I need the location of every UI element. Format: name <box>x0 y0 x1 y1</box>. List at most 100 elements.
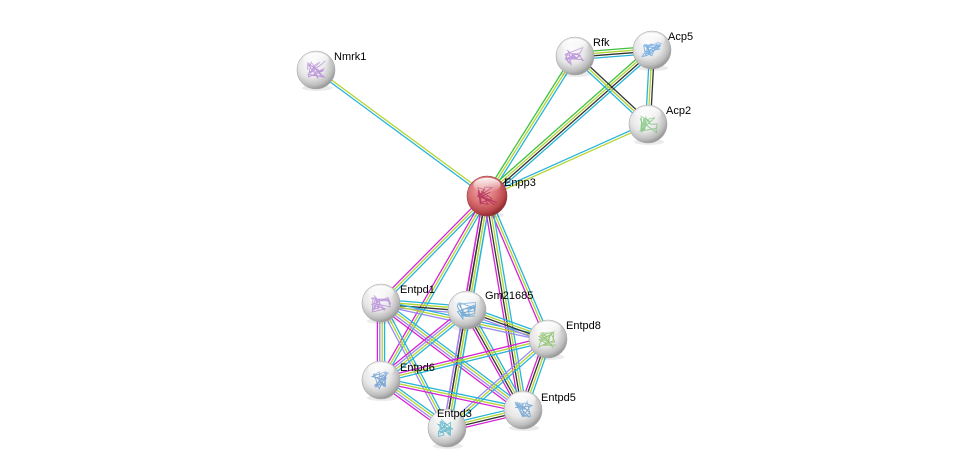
edge-line-experiments <box>378 305 522 414</box>
edge-line-database <box>489 195 528 410</box>
edge-line-database <box>382 196 490 382</box>
edge-line-textmining <box>380 195 488 304</box>
edge-line-database <box>488 52 655 200</box>
edge-line-database <box>469 307 527 409</box>
edge-entpd6-entpd5[interactable] <box>380 377 524 413</box>
edge-enpp3-nmrk1[interactable] <box>314 68 489 198</box>
node-entpd5[interactable]: Entpd5 <box>503 390 576 431</box>
edge-line-textmining <box>486 195 549 340</box>
edge-line-experiments <box>378 193 486 302</box>
edge-line-database <box>314 70 487 198</box>
edge-line-database <box>448 340 551 431</box>
edge-line-textmining <box>380 302 448 429</box>
edge-line-textmining <box>316 68 489 196</box>
node-enpp3[interactable]: Enpp3 <box>466 175 536 218</box>
node-label: Rfk <box>593 37 610 49</box>
node-gm21685[interactable]: Gm21685 <box>447 290 533 331</box>
protein-structure-icon <box>370 294 392 313</box>
node-highlight <box>368 285 394 300</box>
node-entpd8[interactable]: Entpd8 <box>528 319 601 360</box>
edge-enpp3-entpd6[interactable] <box>378 194 490 382</box>
node-label: Entpd6 <box>400 362 435 374</box>
node-highlight <box>535 321 561 336</box>
node-entpd3[interactable]: Entpd3 <box>427 408 472 449</box>
node-label: Entpd1 <box>400 284 435 296</box>
node-label: Acp5 <box>668 31 693 43</box>
edge-entpd8-entpd3[interactable] <box>444 336 551 431</box>
edge-enpp3-acp2[interactable] <box>486 122 649 198</box>
edge-line-textmining <box>486 55 576 197</box>
edge-enpp3-rfk[interactable] <box>484 54 578 198</box>
node-highlight <box>303 52 329 67</box>
node-entpd1[interactable]: Entpd1 <box>361 283 435 324</box>
edge-line-homology <box>378 303 446 430</box>
edge-line-textmining <box>380 379 524 411</box>
edge-line-database <box>381 340 549 383</box>
edge-line-neighborhood <box>484 46 651 194</box>
edge-line-experiments <box>482 196 521 411</box>
edge-line-neighborhood <box>484 54 574 196</box>
node-label: Entpd3 <box>437 408 472 420</box>
node-rfk[interactable]: Rfk <box>555 36 610 77</box>
edge-line-database <box>449 310 472 429</box>
node-label: Acp2 <box>666 105 691 117</box>
node-highlight <box>510 392 536 407</box>
edge-line-coexpression <box>487 50 654 198</box>
node-highlight <box>454 292 480 307</box>
edge-line-textmining <box>446 338 549 429</box>
edge-line-textmining <box>380 195 488 381</box>
edge-line-database <box>488 194 551 339</box>
protein-structure-icon <box>456 301 477 321</box>
edge-line-textmining <box>381 301 525 410</box>
edge-line-coexpression <box>445 309 467 428</box>
node-nmrk1[interactable]: Nmrk1 <box>296 50 366 91</box>
edge-line-homology <box>442 309 465 428</box>
node-label: Gm21685 <box>485 290 533 302</box>
edge-line-textmining <box>485 48 652 196</box>
edge-line-experiments <box>378 194 486 380</box>
edge-line-experiments <box>380 336 548 379</box>
edge-enpp3-acp5[interactable] <box>484 46 655 200</box>
protein-structure-icon <box>641 41 663 58</box>
node-highlight <box>434 410 460 425</box>
edge-line-database <box>382 197 490 306</box>
edge-line-textmining <box>380 338 549 381</box>
node-label: Nmrk1 <box>334 51 366 63</box>
edge-entpd1-entpd5[interactable] <box>378 299 526 414</box>
node-label: Enpp3 <box>504 177 536 189</box>
edge-line-experiments <box>380 381 523 413</box>
edge-line-homology <box>379 303 523 412</box>
protein-structure-icon <box>564 46 585 66</box>
edge-line-coexpression <box>485 196 523 411</box>
edge-line-textmining <box>487 124 649 198</box>
node-highlight <box>562 38 588 53</box>
node-acp2[interactable]: Acp2 <box>628 104 691 145</box>
node-acp5[interactable]: Acp5 <box>632 30 693 71</box>
edge-line-homology <box>444 336 547 427</box>
protein-structure-icon <box>639 115 658 134</box>
node-highlight <box>635 106 661 121</box>
edge-line-experiments <box>463 311 521 413</box>
edge-line-database <box>382 301 450 428</box>
protein-structure-icon <box>370 370 390 390</box>
edge-entpd1-entpd3[interactable] <box>378 301 450 430</box>
edge-line-database <box>486 122 648 196</box>
node-highlight <box>368 362 394 377</box>
node-label: Entpd8 <box>566 320 601 332</box>
node-highlight <box>473 177 501 193</box>
edge-line-database <box>381 377 524 409</box>
edge-gm21685-entpd3[interactable] <box>442 309 472 429</box>
edge-line-database <box>488 56 578 198</box>
protein-structure-icon <box>436 418 454 437</box>
node-label: Entpd5 <box>541 392 576 404</box>
edge-enpp3-entpd1[interactable] <box>378 193 490 306</box>
edge-enpp3-entpd5[interactable] <box>482 195 528 411</box>
edge-line-textmining <box>447 310 469 429</box>
node-highlight <box>639 32 665 47</box>
edge-entpd8-entpd6[interactable] <box>380 336 549 383</box>
node-entpd6[interactable]: Entpd6 <box>361 360 435 401</box>
edge-line-textmining <box>487 195 525 410</box>
edge-line-database <box>382 299 526 408</box>
